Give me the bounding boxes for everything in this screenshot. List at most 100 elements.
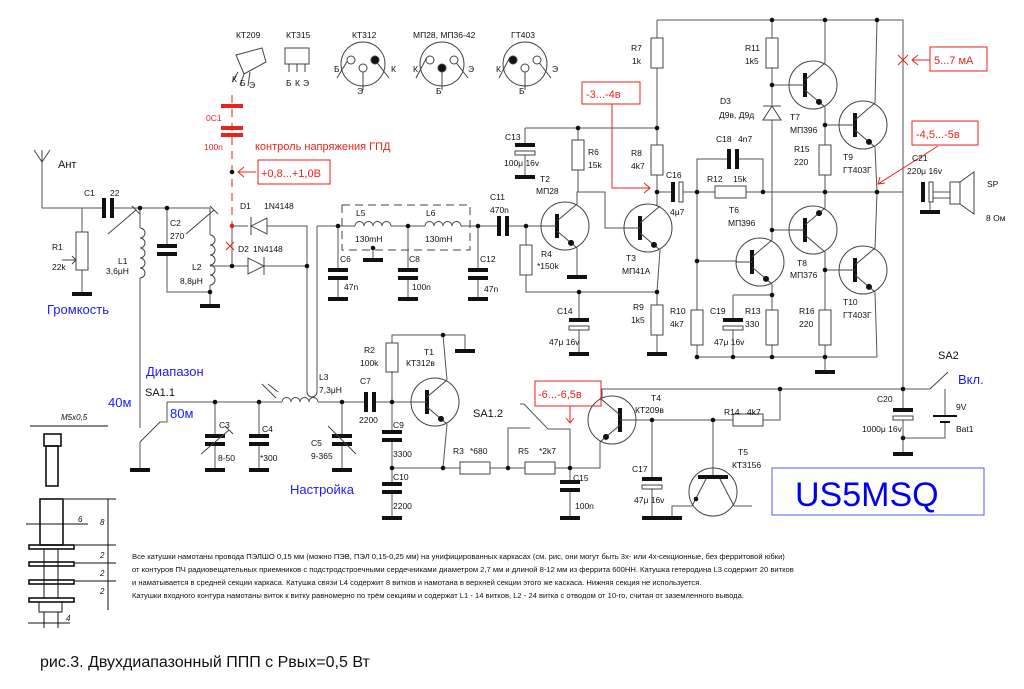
wires [41, 19, 950, 516]
wire [903, 423, 946, 439]
r16-value: 220 [799, 319, 813, 329]
band-40-label: 40м [108, 395, 131, 410]
capacitor-plate [110, 198, 114, 218]
emitter-arrow [568, 239, 574, 246]
capacitor-plate [332, 434, 352, 438]
l1-value: 3,6μH [106, 266, 129, 276]
r13-value: 330 [745, 319, 759, 329]
resistor [732, 413, 764, 427]
ground-symbol [468, 297, 488, 301]
l2-value: 8,8μH [180, 276, 203, 286]
r9-ref: R9 [633, 302, 644, 312]
junction-dot [389, 465, 395, 471]
ground-symbol [662, 516, 682, 520]
junction-dot [730, 354, 736, 360]
transistor-t5 [688, 467, 738, 517]
speaker-cone [959, 171, 975, 215]
wire [264, 225, 308, 266]
ground-symbol [205, 468, 225, 472]
capacitor-plate [157, 244, 177, 248]
sa12-ref: SA1.2 [473, 408, 503, 420]
note-line: Все катушки намотаны провода ПЭЛШО 0,15 … [132, 552, 785, 561]
gpd-voltage: +0,8...+1,0В [261, 168, 321, 180]
collector-lead [804, 234, 826, 253]
wire [771, 120, 789, 231]
r13-ref: R13 [745, 306, 761, 316]
component-labels: C1 22 R1 22k L1 3,6μH C2 270 L2 8,8μH D1… [52, 43, 1006, 511]
emitter-arrow [603, 433, 609, 440]
c19-value: 47μ 16v [714, 337, 745, 347]
r2-ref: R2 [364, 345, 375, 355]
wire [601, 388, 930, 398]
r6-ref: R6 [588, 147, 599, 157]
junction-dot [207, 289, 213, 295]
r9-value: 1k5 [631, 315, 645, 325]
wire [442, 334, 448, 381]
variable-arrow [327, 425, 357, 455]
ground-symbol [567, 275, 587, 279]
trimmer-arrow [185, 205, 219, 235]
capacitor-plate [678, 181, 684, 203]
r14-ref: R14 [724, 407, 740, 417]
wire [114, 207, 211, 235]
collector-lead [854, 102, 876, 121]
junction-dot [389, 399, 395, 405]
capacitor-plate [722, 325, 744, 331]
t6-ref: T6 [729, 205, 739, 215]
pinout-mp28-name: МП28, МП36-42 [413, 30, 476, 40]
note-line: Катушки входного контура намотаны виток … [132, 591, 744, 600]
pinout-gt403-pin: Б [519, 86, 525, 96]
r11-value: 1k5 [745, 56, 759, 66]
emitter-lead [854, 274, 876, 293]
junction-dot [229, 223, 235, 229]
pinout-kt315-name: КТ315 [286, 30, 311, 40]
c21-ref: C21 [912, 153, 928, 163]
diode [249, 217, 268, 235]
gpd-voltage-box [257, 159, 331, 185]
capacitor-plate [205, 442, 225, 446]
c2-ref: C2 [170, 218, 181, 228]
junction-dot [505, 465, 511, 471]
emitter-arrow [651, 241, 657, 248]
l6-value: 130mH [425, 234, 452, 244]
t4-voltage-arrow [565, 406, 575, 424]
emitter-lead [556, 230, 578, 249]
pinout-kt209-pin: Б [240, 78, 246, 88]
r15-ref: R15 [794, 144, 810, 154]
pinout-kt312-pin: Э [357, 86, 363, 96]
r1-ref: R1 [52, 242, 63, 252]
emitter-arrow [438, 415, 444, 422]
current-measure-mark [897, 54, 930, 66]
figure-title: рис.3. Двухдиапазонный ППП с Рвых=0,5 Вт [40, 654, 370, 671]
wire [656, 249, 661, 305]
emitter-arrow [816, 210, 822, 217]
t7-ref: T7 [790, 112, 800, 122]
note-line: и наматывается в средней секции каркаса.… [132, 578, 701, 587]
junction-dot [874, 17, 880, 23]
c5-value: 9-365 [311, 451, 333, 461]
capacitor-plate [921, 182, 925, 202]
wire [874, 291, 878, 358]
wire [160, 402, 168, 423]
pin [358, 63, 368, 73]
wire [507, 427, 530, 468]
t8-value: МП376 [790, 270, 818, 280]
r10-ref: R10 [670, 306, 686, 316]
junction-dot [229, 263, 235, 269]
c20-ref: C20 [877, 394, 893, 404]
r12-ref: R12 [707, 174, 723, 184]
capacitor-plate [249, 434, 269, 438]
pin [520, 63, 530, 73]
gpd-label: контроль напряжения ГПД [255, 141, 391, 153]
current-value: 5...7 мА [934, 55, 974, 67]
junction-dot [769, 227, 775, 233]
collector-lead [804, 62, 826, 81]
r4-value: *150k [537, 261, 559, 271]
battery-plate [940, 421, 950, 423]
junction-dot [575, 125, 581, 131]
ground-symbol [398, 297, 418, 301]
resistor [650, 144, 664, 176]
capacitor-plate [505, 216, 509, 236]
t2-value: МП28 [536, 186, 559, 196]
junction-dot [440, 465, 446, 471]
